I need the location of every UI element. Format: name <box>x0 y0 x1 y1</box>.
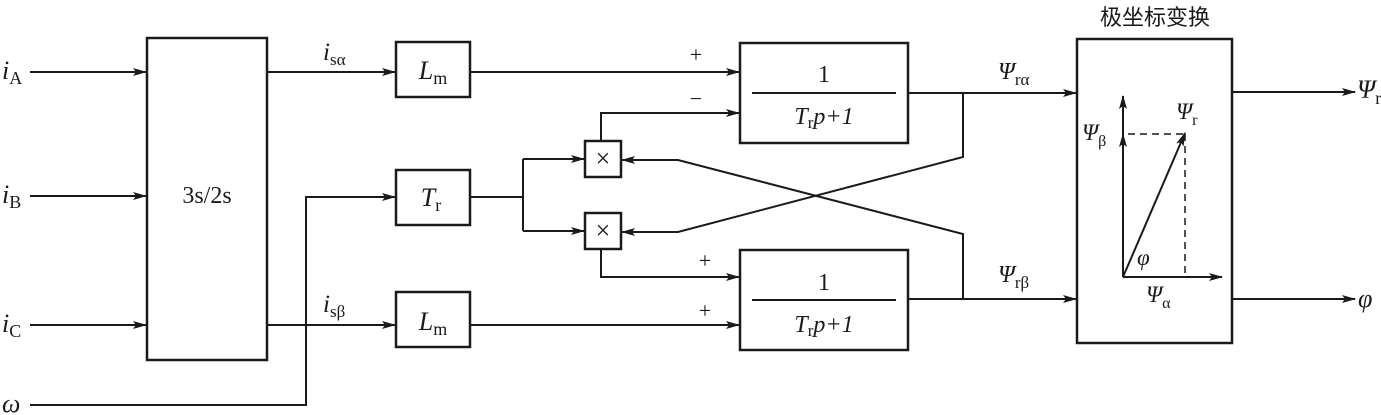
svg-text:iC: iC <box>2 309 21 341</box>
wire-feedback-psi-rb <box>621 156 964 299</box>
psi-r-inner-subscript: r <box>1192 112 1198 129</box>
tr-subscript: r <box>435 195 441 215</box>
svg-text:Ψr: Ψr <box>1176 99 1198 129</box>
tr-symbol: T <box>421 183 437 212</box>
signal-psi-rb-symbol: Ψ <box>998 262 1017 288</box>
sign-top-minus: − <box>690 86 702 111</box>
input-ia-symbol: i <box>2 56 9 85</box>
transform-3s2s-block: 3s/2s <box>145 36 269 362</box>
svg-text:Lm: Lm <box>418 307 447 339</box>
signal-psi-rb-subscript: rβ <box>1015 273 1029 292</box>
multiplier-top-symbol: × <box>596 144 611 173</box>
psi-beta-subscript: β <box>1098 133 1106 150</box>
svg-text:isβ: isβ <box>323 291 345 321</box>
signal-psi-ra-symbol: Ψ <box>998 59 1017 85</box>
polar-transform-block: 极坐标变换 Ψβ Ψr φ Ψα <box>1075 6 1234 345</box>
wires <box>30 68 1356 406</box>
svg-text:Trp+1: Trp+1 <box>794 104 853 132</box>
transfer-function-top-block: 1 Trp+1 <box>738 41 910 145</box>
signal-isb-symbol: i <box>323 291 330 318</box>
wire-mult-top-out <box>600 109 740 141</box>
multiplier-bottom-symbol: × <box>596 216 611 245</box>
lm-top-subscript: m <box>433 68 447 88</box>
tf-bottom-den-symbol: T <box>794 312 809 338</box>
svg-text:Lm: Lm <box>418 56 447 88</box>
psi-alpha-subscript: α <box>1162 295 1171 312</box>
svg-text:Ψrβ: Ψrβ <box>998 262 1029 292</box>
tf-bottom-den-rest: p+1 <box>811 312 853 338</box>
sign-top-plus: + <box>690 42 702 67</box>
tf-top-den-rest: p+1 <box>811 104 853 130</box>
svg-text:Ψβ: Ψβ <box>1082 120 1106 150</box>
wire-feedback-psi-ra <box>621 93 964 236</box>
lm-top-symbol: L <box>418 56 433 85</box>
transform-3s2s-label: 3s/2s <box>182 183 231 209</box>
svg-text:Trp+1: Trp+1 <box>794 312 853 340</box>
lm-bottom-symbol: L <box>418 307 433 336</box>
lm-top-block: Lm <box>394 40 472 99</box>
tf-bottom-den-subscript: r <box>808 321 814 340</box>
psi-alpha-symbol: Ψ <box>1146 282 1164 307</box>
phi-angle-label: φ <box>1137 245 1150 270</box>
output-psi-r-subscript: r <box>1375 88 1381 108</box>
transfer-function-bottom-block: 1 Trp+1 <box>738 248 910 352</box>
svg-text:isα: isα <box>323 39 346 69</box>
sign-bottom-plus-1: + <box>699 248 711 273</box>
polar-transform-title: 极坐标变换 <box>1100 6 1210 31</box>
svg-text:iB: iB <box>2 180 21 212</box>
signal-isa-symbol: i <box>323 39 330 66</box>
tf-top-numerator: 1 <box>818 62 830 88</box>
signal-psi-ra-subscript: rα <box>1015 70 1030 89</box>
svg-text:Tr: Tr <box>421 183 441 215</box>
lm-bottom-block: Lm <box>394 290 472 349</box>
wire-mult-bottom-out <box>600 249 740 281</box>
tf-top-den-symbol: T <box>794 104 809 130</box>
svg-text:Ψα: Ψα <box>1146 282 1171 312</box>
tf-bottom-numerator: 1 <box>818 270 830 296</box>
sign-bottom-plus-2: + <box>699 298 711 323</box>
input-ic-symbol: i <box>2 309 9 338</box>
psi-r-inner-symbol: Ψ <box>1176 99 1194 124</box>
output-psi-r-symbol: Ψ <box>1357 75 1378 104</box>
input-ic-subscript: C <box>9 321 21 341</box>
wire-omega <box>30 193 396 406</box>
input-ia-subscript: A <box>9 68 22 88</box>
svg-text:iA: iA <box>2 56 22 88</box>
tr-block: Tr <box>394 168 472 227</box>
multiplier-top-block: × <box>583 139 623 179</box>
psi-beta-symbol: Ψ <box>1082 120 1100 145</box>
input-ib-subscript: B <box>9 192 21 212</box>
multiplier-bottom-block: × <box>583 211 623 251</box>
labels: iA iB iC ω isα isβ Ψrα Ψrβ + − + + Ψr φ <box>2 39 1381 415</box>
signal-isa-subscript: sα <box>330 50 346 69</box>
psi-r-vector <box>1122 132 1186 278</box>
svg-text:Ψrα: Ψrα <box>998 59 1030 89</box>
svg-text:Ψr: Ψr <box>1357 75 1381 108</box>
tf-top-den-subscript: r <box>808 113 814 132</box>
input-ib-symbol: i <box>2 180 9 209</box>
signal-isb-subscript: sβ <box>330 302 345 321</box>
output-phi-label: φ <box>1358 284 1372 313</box>
input-omega-label: ω <box>2 389 20 415</box>
lm-bottom-subscript: m <box>433 319 447 339</box>
